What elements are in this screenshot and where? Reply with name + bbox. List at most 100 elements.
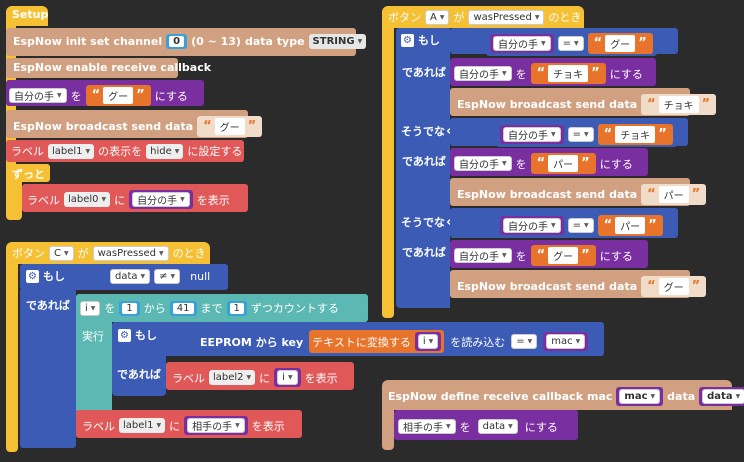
operator-dropdown[interactable]: =▼ (567, 218, 594, 233)
string-block[interactable]: “チョキ” (597, 124, 673, 145)
string-block[interactable]: “グー” (530, 245, 596, 266)
variable-dropdown[interactable]: 自分の手▼ (454, 66, 512, 81)
variable-block[interactable]: i▼ (274, 368, 301, 387)
string-block[interactable]: “グー” (641, 276, 707, 297)
string-value[interactable]: パー (548, 155, 579, 172)
button-prefix: ボタン (12, 247, 45, 260)
operator-dropdown[interactable]: =▼ (567, 127, 594, 142)
espnow-receive-callback-block[interactable] (382, 380, 732, 410)
compare-block[interactable]: 自分の手▼ =▼ “パー” (496, 213, 667, 238)
variable-block[interactable]: i▼ (414, 332, 442, 351)
data-type-dropdown[interactable]: STRING▼ (308, 34, 367, 49)
to-number-block[interactable]: 41 (169, 300, 197, 316)
compare-block[interactable]: 自分の手▼ =▼ “グー” (486, 31, 657, 56)
variable-dropdown[interactable]: 相手の手▼ (398, 419, 456, 434)
variable-dropdown[interactable]: 自分の手▼ (454, 248, 512, 263)
variable-block[interactable]: 自分の手▼ (490, 34, 554, 53)
from-number-block[interactable]: 1 (119, 300, 140, 316)
string-value[interactable]: グー (214, 118, 245, 135)
variable-block[interactable]: 相手の手▼ (184, 416, 248, 435)
null-value[interactable]: null (184, 270, 217, 283)
operator-dropdown[interactable]: =▼ (511, 334, 538, 349)
string-value[interactable]: チョキ (658, 96, 699, 113)
string-block[interactable]: “グー” (197, 116, 263, 137)
read-label: を読み込む (450, 335, 506, 349)
string-value[interactable]: グー (605, 35, 636, 52)
variable-dropdown[interactable]: i▼ (277, 370, 298, 385)
string-block[interactable]: “パー” (597, 215, 663, 236)
variable-block[interactable]: 自分の手▼ (129, 190, 193, 209)
variable-dropdown[interactable]: 自分の手▼ (503, 218, 561, 233)
variable-block[interactable]: data▼ (699, 387, 744, 406)
forever-label: ずっと (12, 168, 45, 181)
variable-dropdown[interactable]: i▼ (417, 334, 439, 349)
string-block[interactable]: “パー” (530, 153, 596, 174)
variable-block[interactable]: mac▼ (616, 387, 664, 406)
string-value[interactable]: チョキ (615, 126, 656, 143)
string-value[interactable]: パー (658, 186, 689, 203)
string-value[interactable]: グー (103, 87, 134, 104)
to-text-block[interactable]: テキストに変換する i▼ (309, 330, 445, 353)
string-value[interactable]: グー (548, 247, 579, 264)
dropdown-arrow-icon: ▼ (158, 249, 164, 257)
variable-dropdown[interactable]: data▼ (702, 389, 744, 404)
variable-dropdown[interactable]: 自分の手▼ (132, 192, 190, 207)
setup-hat-block[interactable] (6, 6, 48, 26)
variable-name: 自分の手 (459, 160, 499, 171)
button-dropdown[interactable]: A▼ (425, 9, 450, 25)
gear-icon[interactable]: ⚙ (118, 328, 131, 342)
forever-block[interactable] (6, 164, 50, 182)
variable-block[interactable]: mac▼ (543, 332, 589, 351)
variable-dropdown[interactable]: data▼ (110, 269, 151, 284)
string-block[interactable]: “グー” (85, 85, 151, 106)
then-label: であれば (26, 299, 70, 312)
string-block[interactable]: “グー” (587, 33, 653, 54)
label-dropdown[interactable]: label2▼ (209, 370, 256, 385)
label-dropdown[interactable]: label1▼ (119, 418, 166, 433)
gear-icon[interactable]: ⚙ (401, 33, 414, 47)
variable-block[interactable]: data▼ (474, 417, 521, 436)
string-value[interactable]: パー (615, 217, 646, 234)
event-dropdown[interactable]: wasPressed▼ (92, 245, 169, 261)
variable-block[interactable]: 自分の手▼ (500, 125, 564, 144)
callback-body (382, 408, 394, 450)
loop-variable-dropdown[interactable]: i▼ (80, 300, 101, 316)
label-target: label0 (68, 194, 99, 205)
close-quote-icon: ” (691, 279, 701, 294)
label-dropdown[interactable]: label0▼ (64, 192, 111, 207)
from-value[interactable]: 1 (122, 302, 137, 314)
variable-dropdown[interactable]: 自分の手▼ (454, 156, 512, 171)
espnow-enable-callback-block[interactable] (6, 58, 178, 78)
to-value[interactable]: 41 (172, 302, 194, 314)
operator-dropdown[interactable]: ≠▼ (154, 269, 181, 284)
variable-block[interactable]: 自分の手▼ (500, 216, 564, 235)
event-dropdown[interactable]: wasPressed▼ (468, 9, 545, 25)
label-dropdown[interactable]: label1▼ (48, 143, 95, 159)
variable-dropdown[interactable]: data▼ (477, 419, 518, 434)
variable-dropdown[interactable]: 自分の手▼ (493, 36, 551, 51)
label-show-block[interactable] (166, 362, 354, 390)
dropdown-arrow-icon: ▼ (502, 70, 507, 77)
variable-dropdown[interactable]: 自分の手▼ (503, 127, 561, 142)
channel-number-block[interactable]: 0 (166, 34, 188, 49)
string-block[interactable]: “チョキ” (530, 63, 606, 84)
variable-dropdown[interactable]: mac▼ (619, 389, 661, 404)
step-number-block[interactable]: 1 (226, 300, 247, 316)
operator-dropdown[interactable]: =▼ (557, 36, 584, 51)
variable-dropdown[interactable]: 相手の手▼ (187, 418, 245, 433)
compare-block[interactable]: EEPROM から key テキストに変換する i▼ を読み込む =▼ mac▼ (196, 328, 593, 355)
string-value[interactable]: グー (658, 278, 689, 295)
string-block[interactable]: “チョキ” (641, 94, 717, 115)
compare-block[interactable]: 自分の手▼ =▼ “チョキ” (496, 122, 677, 147)
channel-value[interactable]: 0 (169, 36, 185, 47)
gear-icon[interactable]: ⚙ (26, 269, 39, 283)
step-value[interactable]: 1 (229, 302, 244, 314)
string-value[interactable]: チョキ (548, 65, 589, 82)
button-dropdown[interactable]: C▼ (49, 245, 74, 261)
variable-dropdown[interactable]: 自分の手▼ (9, 88, 67, 103)
variable-dropdown[interactable]: mac▼ (546, 334, 586, 349)
compare-block[interactable]: data▼ ≠▼ null (106, 267, 221, 286)
string-block[interactable]: “パー” (641, 184, 707, 205)
visibility-dropdown[interactable]: hide▼ (146, 143, 184, 159)
